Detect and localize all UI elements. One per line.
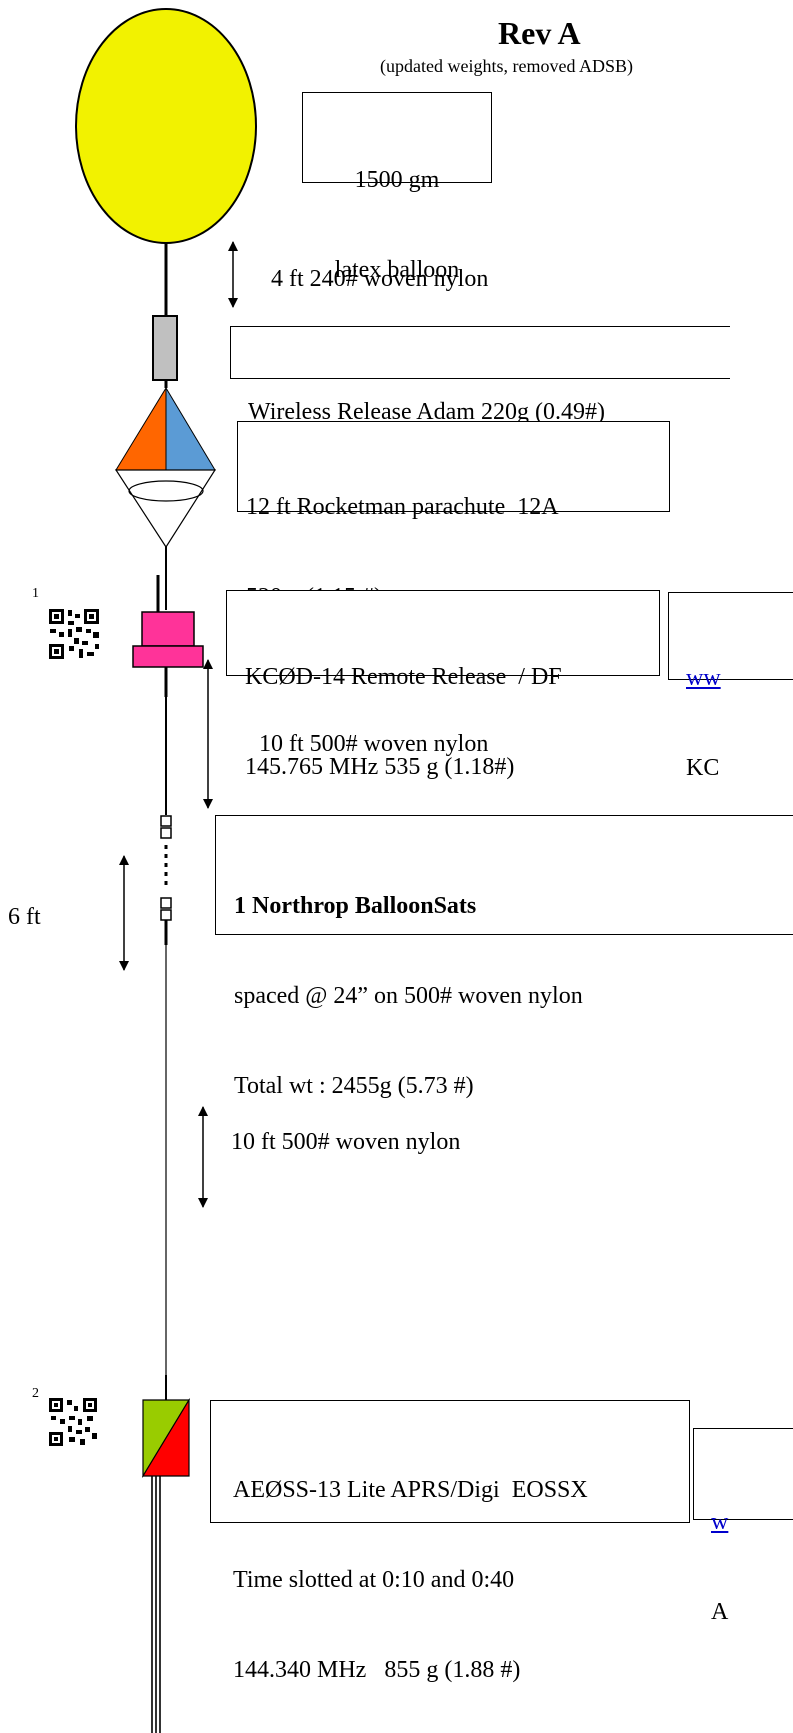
nylon-4ft-label: 4 ft 240# woven nylon <box>271 266 489 292</box>
kc0d-side-box: ww KC <box>668 592 793 781</box>
balloonsats-label-line1: 1 Northrop BalloonSats <box>234 893 477 919</box>
release-label-box: Wireless Release Adam 220g (0.49#) <box>230 326 730 425</box>
kc0d-side-link[interactable]: ww <box>686 665 721 691</box>
balloon-label-line2: latex balloon <box>334 257 460 283</box>
aeoss-label-box: AEØSS-13 Lite APRS/Digi EOSSX Time slott… <box>210 1400 690 1683</box>
aeoss-index: 2 <box>32 1386 39 1401</box>
revision-title: Rev A <box>498 15 581 51</box>
kc0d-top <box>141 611 195 647</box>
kc0d-base <box>132 645 204 668</box>
parachute-cone <box>114 469 217 549</box>
parachute-left <box>115 386 167 471</box>
qr-code-1 <box>48 608 100 660</box>
qr-code-2 <box>48 1397 98 1447</box>
release-shape <box>152 315 178 381</box>
nylon-10ft-b-label: 10 ft 500# woven nylon <box>231 1129 461 1155</box>
aeoss-label-line3: 144.340 MHz 855 g (1.88 #) <box>233 1657 521 1683</box>
aeoss-side-link[interactable]: w <box>711 1509 729 1535</box>
parachute-right <box>165 386 216 471</box>
balloon-label-line1: 1500 gm <box>354 167 440 193</box>
kc0d-label-line1: KCØD-14 Remote Release / DF <box>245 664 562 690</box>
aeoss-label-line1: AEØSS-13 Lite APRS/Digi EOSSX <box>233 1477 588 1503</box>
kc0d-label-box: KCØD-14 Remote Release / DF 145.765 MHz … <box>226 590 660 780</box>
nylon-10ft-a-label: 10 ft 500# woven nylon <box>259 731 489 757</box>
aeoss-label-line2: Time slotted at 0:10 and 0:40 <box>233 1567 515 1593</box>
aeoss-side-text: A <box>711 1599 729 1625</box>
balloon-label-box: 1500 gm latex balloon <box>302 92 492 283</box>
aeoss-side-box: w A <box>693 1428 793 1625</box>
parachute-label-box: 12 ft Rocketman parachute 12A 520 g (1.1… <box>237 421 670 610</box>
parachute-ring <box>128 480 204 502</box>
release-label-text: Wireless Release Adam 220g (0.49#) <box>248 399 605 425</box>
span-6ft-label: 6 ft <box>8 904 41 930</box>
kc0d-side-text: KC <box>686 755 720 781</box>
balloonsats-label-line2: spaced @ 24” on 500# woven nylon <box>234 983 583 1009</box>
parachute-label-line1: 12 ft Rocketman parachute 12A <box>246 494 559 520</box>
kc0d-index: 1 <box>32 586 39 601</box>
aeoss-leads <box>151 1476 161 1733</box>
kc0d-label-line2: 145.765 MHz 535 g (1.18#) <box>245 754 515 780</box>
balloon-shape <box>75 8 257 244</box>
aeoss-red <box>141 1397 190 1477</box>
balloonsats-label-box: 1 Northrop BalloonSats spaced @ 24” on 5… <box>215 815 793 1099</box>
revision-subtitle: (updated weights, removed ADSB) <box>380 56 633 76</box>
balloonsats-string <box>160 815 172 945</box>
balloonsats-label-line3: Total wt : 2455g (5.73 #) <box>234 1073 474 1099</box>
